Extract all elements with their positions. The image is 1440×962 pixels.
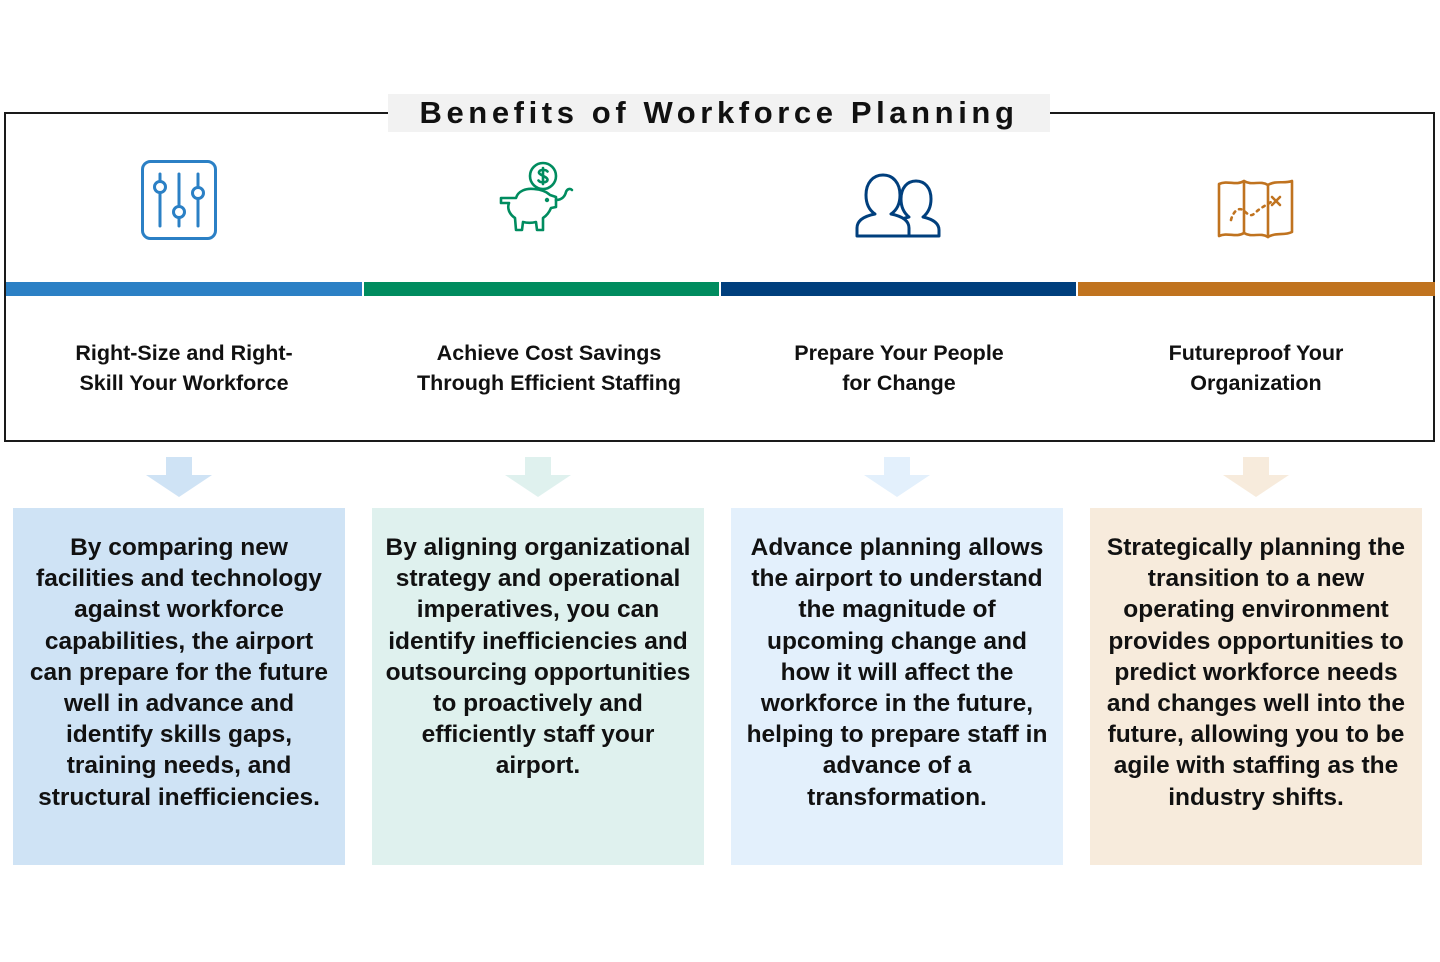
col3-color-bar [721, 282, 1076, 296]
col3-down-arrow [862, 457, 932, 497]
col4-heading: Futureproof Your Organization [1168, 341, 1344, 395]
col2-color-bar [364, 282, 719, 296]
col4-color-bar [1078, 282, 1435, 296]
two-people-icon [855, 173, 941, 238]
col1-description: By comparing new facilities and technolo… [29, 534, 329, 811]
col4-description: Strategically planning the transition to… [1106, 534, 1406, 811]
col2-description-card: By aligning organizational strategy and … [372, 508, 704, 865]
col4-description-card: Strategically planning the transition to… [1090, 508, 1422, 865]
diagram-title-box: Benefits of Workforce Planning [388, 94, 1050, 132]
sliders-icon [141, 160, 217, 240]
treasure-map-icon [1217, 179, 1294, 239]
col3-heading: Prepare Your People for Change [794, 341, 1004, 395]
col2-down-arrow [503, 457, 573, 497]
col2-heading: Achieve Cost Savings Through Efficient S… [417, 341, 681, 395]
col1-color-bar [6, 282, 362, 296]
diagram-title: Benefits of Workforce Planning [419, 95, 1019, 130]
col4-down-arrow [1221, 457, 1291, 497]
col1-down-arrow [144, 457, 214, 497]
col2-description: By aligning organizational strategy and … [385, 534, 691, 780]
piggy-bank-dollar-icon [499, 161, 574, 232]
col1-description-card: By comparing new facilities and technolo… [13, 508, 345, 865]
col3-description-card: Advance planning allows the airport to u… [731, 508, 1063, 865]
col3-description: Advance planning allows the airport to u… [746, 534, 1048, 811]
col1-heading: Right-Size and Right-Skill Your Workforc… [75, 341, 293, 395]
